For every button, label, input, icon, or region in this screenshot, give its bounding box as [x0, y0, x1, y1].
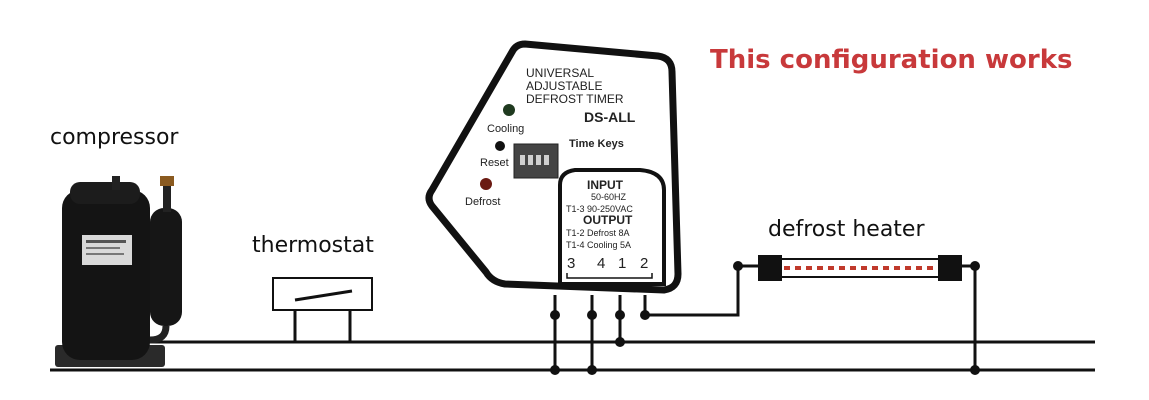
heater-left-cap [758, 255, 782, 281]
reset-button-label: Reset [480, 157, 509, 169]
junction-dot [587, 365, 597, 375]
accumulator-cap [160, 176, 174, 186]
thermostat-box [272, 277, 373, 311]
terminal-3-label: 3 [567, 255, 575, 272]
defrost-heater-label: defrost heater [768, 217, 925, 242]
heater-right-cap [938, 255, 962, 281]
junction-dot [550, 365, 560, 375]
input-title: INPUT [587, 178, 624, 192]
terminal-1-label: 1 [618, 255, 626, 272]
thermostat-wire-left [140, 300, 297, 344]
cooling-led-label: Cooling [487, 123, 524, 135]
cooling-led [503, 104, 515, 116]
terminal-bracket [566, 273, 653, 279]
junction-dot [615, 310, 625, 320]
compressor-label: compressor [50, 125, 179, 150]
dip-key [544, 155, 549, 165]
thermostat [272, 277, 373, 311]
discharge-pipe [112, 176, 120, 190]
accumulator [150, 208, 182, 326]
junction-dot [587, 310, 597, 320]
timer-title-line3: DEFROST TIMER [526, 92, 624, 106]
terminal-2-to-heater-wire [645, 264, 762, 317]
compressor-top-cap [70, 182, 140, 204]
thermostat-switch-contact [294, 289, 353, 302]
output-t14-spec: T1-4 Cooling 5A [566, 240, 631, 250]
compressor-label-plate [82, 235, 132, 265]
reset-button[interactable] [495, 141, 505, 151]
dip-key [520, 155, 525, 165]
defrost-heater [758, 255, 962, 281]
time-keys-label: Time Keys [569, 138, 624, 150]
junction-dot [970, 261, 980, 271]
dip-key [528, 155, 533, 165]
defrost-led [480, 178, 492, 190]
junction-dot [970, 365, 980, 375]
dip-switch-keys [520, 155, 549, 165]
junction-dot [733, 261, 743, 271]
input-frequency: 50-60HZ [591, 192, 627, 202]
timer-title-line2: ADJUSTABLE [526, 79, 602, 93]
compressor [55, 176, 182, 367]
dip-key [536, 155, 541, 165]
input-t13-spec: T1-3 90-250VAC [566, 204, 633, 214]
compressor-plate-line [86, 240, 126, 243]
accumulator-tube [149, 325, 170, 344]
defrost-timer: UNIVERSAL ADJUSTABLE DEFROST TIMER DS-AL… [425, 40, 682, 294]
output-title: OUTPUT [583, 213, 633, 227]
timer-title-line1: UNIVERSAL [526, 66, 594, 80]
output-t12-spec: T1-2 Defrost 8A [566, 228, 630, 238]
accumulator-pipe [163, 182, 171, 212]
thermostat-label: thermostat [252, 233, 374, 258]
junction-dot [640, 310, 650, 320]
defrost-led-label: Defrost [465, 196, 500, 208]
timer-model: DS-ALL [584, 109, 636, 125]
compressor-body [62, 190, 150, 360]
terminal-2-label: 2 [640, 255, 648, 272]
configuration-heading: This configuration works [710, 45, 1072, 75]
terminal-4-label: 4 [597, 255, 605, 272]
junction-dot [615, 337, 625, 347]
spec-panel [558, 168, 666, 286]
compressor-plate-line [86, 253, 124, 255]
junction-dot [550, 310, 560, 320]
compressor-plate-line [86, 247, 120, 249]
